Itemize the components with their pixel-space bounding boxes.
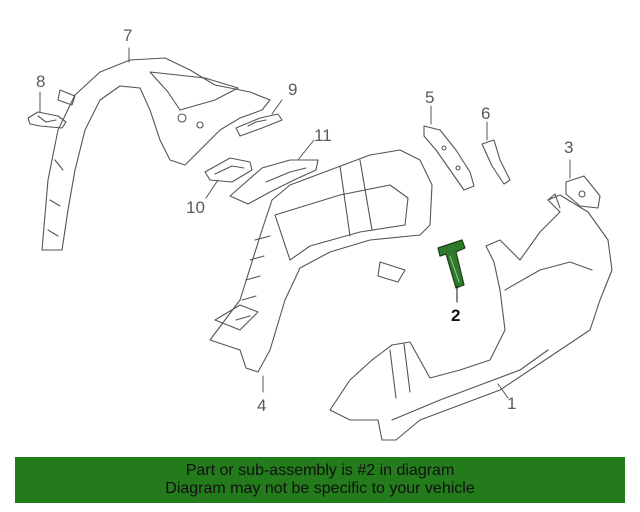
part-9-reinforcement xyxy=(235,113,283,137)
part-7-rear-side-upper-panel xyxy=(41,57,271,251)
parts-diagram xyxy=(27,47,613,441)
callout-10: 10 xyxy=(186,198,205,217)
part-2-pillar-reinforcement-highlighted xyxy=(437,239,466,289)
banner-line-1: Part or sub-assembly is #2 in diagram xyxy=(185,462,455,479)
part-5-reinforcement xyxy=(423,125,475,191)
part-1-outer-side-panel xyxy=(329,193,613,441)
callout-1: 1 xyxy=(507,394,517,413)
callout-2: 2 xyxy=(451,306,461,325)
callout-8: 8 xyxy=(36,72,46,91)
part-6-bracket xyxy=(481,139,511,185)
callout-4: 4 xyxy=(257,396,267,415)
part-8-bracket xyxy=(27,111,67,129)
part-4-inner-side-frame xyxy=(209,149,433,373)
callout-3: 3 xyxy=(564,138,574,157)
info-banner: Part or sub-assembly is #2 in diagram Di… xyxy=(15,457,625,503)
callout-11: 11 xyxy=(314,126,332,145)
callout-9: 9 xyxy=(288,80,298,99)
banner-line-2: Diagram may not be specific to your vehi… xyxy=(165,480,475,497)
callout-5: 5 xyxy=(425,88,435,107)
callout-7: 7 xyxy=(123,26,133,45)
callout-6: 6 xyxy=(481,104,491,123)
part-10-bracket xyxy=(204,157,253,183)
part-3-gusset xyxy=(565,175,601,209)
part-11-support xyxy=(229,159,319,205)
